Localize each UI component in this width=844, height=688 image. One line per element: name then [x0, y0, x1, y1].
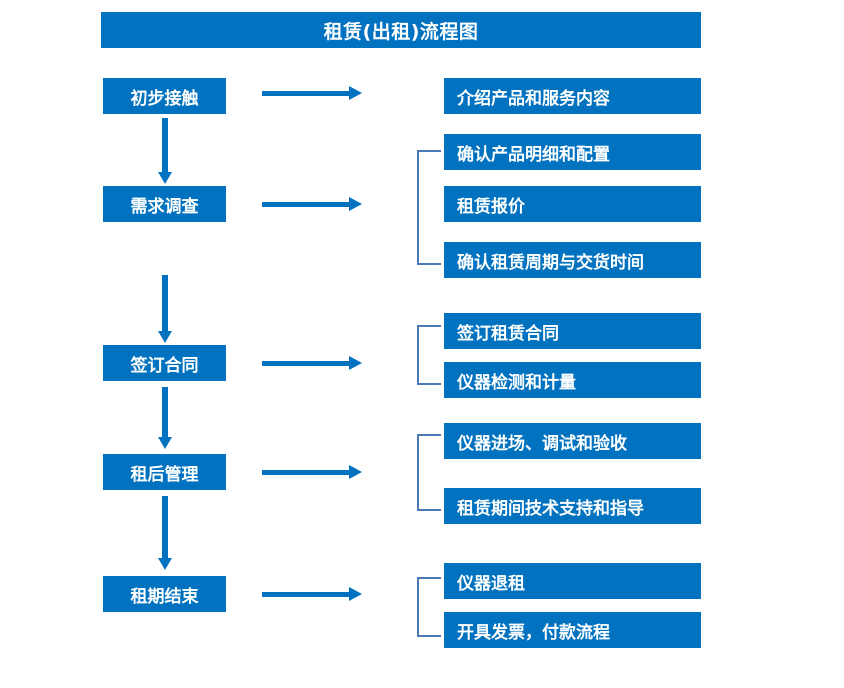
arrow-shaft: [162, 118, 168, 172]
detail-box-g5-1[interactable]: 仪器退租: [444, 563, 701, 599]
group-bracket-3: [417, 325, 441, 385]
detail-box-g3-2[interactable]: 仪器检测和计量: [444, 362, 701, 398]
arrow-shaft: [162, 387, 168, 437]
detail-box-g3-1[interactable]: 签订租赁合同: [444, 313, 701, 349]
detail-box-g1-1[interactable]: 介绍产品和服务内容: [444, 78, 701, 114]
chart-title: 租赁(出租)流程图: [101, 12, 701, 48]
arrow-shaft: [262, 91, 350, 96]
arrow-right-5: [262, 587, 362, 601]
arrow-head: [349, 197, 362, 211]
detail-box-g4-2[interactable]: 租赁期间技术支持和指导: [444, 488, 701, 524]
arrow-right-2: [262, 197, 362, 211]
detail-box-g2-3[interactable]: 确认租赁周期与交货时间: [444, 242, 701, 278]
arrow-head: [349, 86, 362, 100]
arrow-down-4: [158, 496, 172, 570]
stage-box-4[interactable]: 租后管理: [103, 454, 226, 490]
arrow-head: [158, 331, 172, 343]
arrow-head: [158, 437, 172, 449]
arrow-head: [158, 558, 172, 570]
arrow-head: [349, 356, 362, 370]
detail-box-g4-1[interactable]: 仪器进场、调试和验收: [444, 423, 701, 459]
arrow-shaft: [262, 470, 350, 475]
group-bracket-4: [417, 434, 441, 511]
arrow-shaft: [262, 592, 350, 597]
arrow-head: [158, 172, 172, 184]
arrow-down-2: [158, 275, 172, 343]
arrow-right-1: [262, 86, 362, 100]
arrow-shaft: [262, 361, 350, 366]
stage-box-2[interactable]: 需求调查: [103, 186, 226, 222]
stage-box-5[interactable]: 租期结束: [103, 576, 226, 612]
arrow-shaft: [162, 275, 168, 331]
stage-box-1[interactable]: 初步接触: [103, 78, 226, 114]
detail-box-g2-1[interactable]: 确认产品明细和配置: [444, 134, 701, 170]
arrow-shaft: [162, 496, 168, 558]
detail-box-g2-2[interactable]: 租赁报价: [444, 186, 701, 222]
group-bracket-2: [417, 150, 441, 265]
arrow-head: [349, 465, 362, 479]
group-bracket-5: [417, 577, 441, 637]
arrow-right-3: [262, 356, 362, 370]
arrow-down-1: [158, 118, 172, 184]
arrow-shaft: [262, 202, 350, 207]
detail-box-g5-2[interactable]: 开具发票，付款流程: [444, 612, 701, 648]
arrow-down-3: [158, 387, 172, 449]
arrow-right-4: [262, 465, 362, 479]
stage-box-3[interactable]: 签订合同: [103, 345, 226, 381]
arrow-head: [349, 587, 362, 601]
